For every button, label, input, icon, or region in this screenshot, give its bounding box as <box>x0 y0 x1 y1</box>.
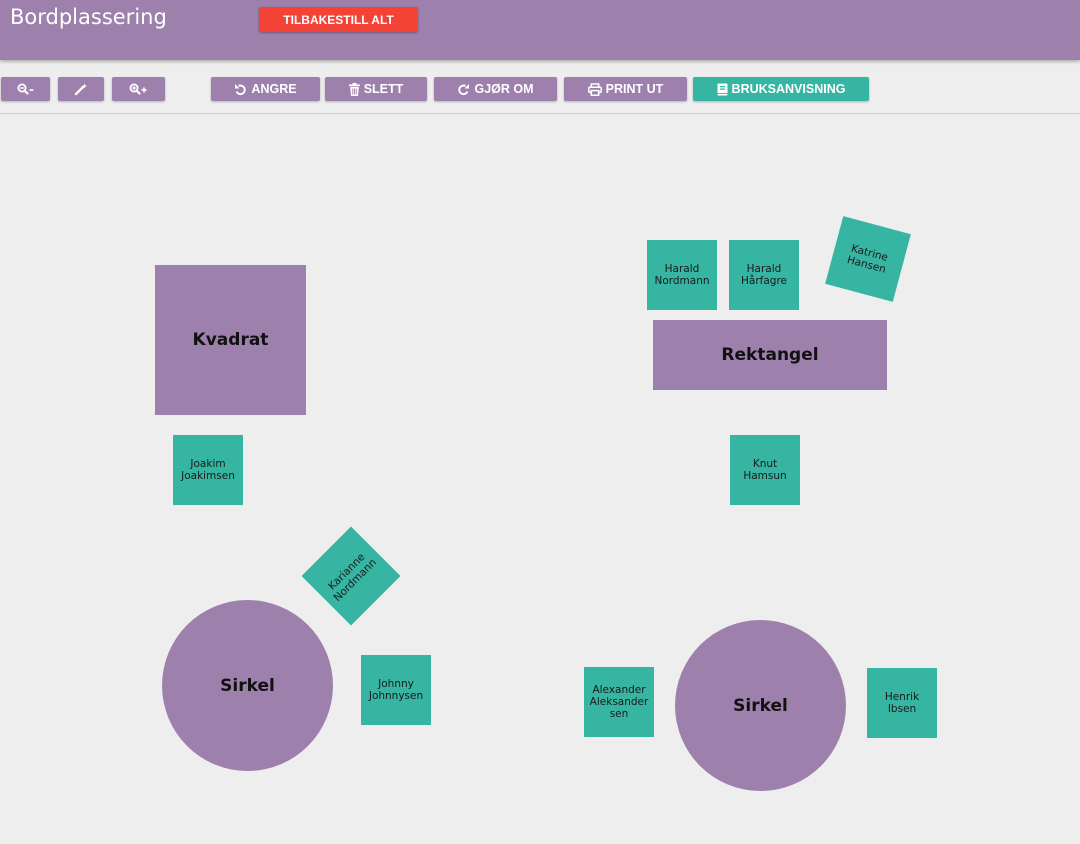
redo-label: GJØR OM <box>474 82 534 96</box>
manual-button[interactable]: BRUKSANVISNING <box>693 77 869 101</box>
undo-label: ANGRE <box>251 82 297 96</box>
trash-icon <box>348 82 360 96</box>
table-label: Kvadrat <box>192 330 269 350</box>
undo-button[interactable]: ANGRE <box>211 77 320 101</box>
manual-label: BRUKSANVISNING <box>731 82 846 96</box>
guest-seat-joakim-joakimsen[interactable]: Joakim Joakimsen <box>173 435 243 505</box>
guest-name: Joakim Joakimsen <box>181 458 235 482</box>
book-icon <box>717 83 728 96</box>
guest-seat-karianne-nordmann[interactable]: Karianne Nordmann <box>301 526 401 626</box>
guest-name: Knut Hamsun <box>743 458 787 482</box>
undo-icon <box>234 83 247 96</box>
fit-view-button[interactable] <box>58 77 104 101</box>
guest-seat-henrik-ibsen[interactable]: Henrik Ibsen <box>867 668 937 738</box>
zoom-out-icon <box>17 83 35 95</box>
guest-name: Karianne Nordmann <box>326 551 379 604</box>
guest-seat-harald-nordmann[interactable]: Harald Nordmann <box>647 240 717 310</box>
print-label: PRINT UT <box>605 82 664 96</box>
magic-wand-icon <box>74 83 88 96</box>
table-rektangel[interactable]: Rektangel <box>653 320 887 390</box>
redo-button[interactable]: GJØR OM <box>434 77 557 101</box>
table-label: Sirkel <box>220 675 275 696</box>
seating-canvas[interactable]: Kvadrat Rektangel Sirkel Sirkel Harald N… <box>0 114 1080 844</box>
guest-name: Katrine Hansen <box>845 242 890 276</box>
zoom-in-button[interactable] <box>112 77 165 101</box>
table-sirkel-right[interactable]: Sirkel <box>675 620 846 791</box>
print-icon <box>587 82 602 96</box>
guest-seat-alexander-aleksandersen[interactable]: Alexander Aleksandersen <box>584 667 654 737</box>
zoom-in-icon <box>129 83 149 95</box>
guest-seat-harald-harfagre[interactable]: Harald Hårfagre <box>729 240 799 310</box>
delete-label: SLETT <box>363 82 404 96</box>
guest-name: Henrik Ibsen <box>884 691 920 715</box>
guest-name: Johnny Johnnysen <box>368 678 424 702</box>
guest-name: Harald Nordmann <box>654 263 710 287</box>
app-header: Bordplassering TILBAKESTILL ALT <box>0 0 1080 60</box>
app-title: Bordplassering <box>10 5 167 29</box>
redo-icon <box>457 83 470 96</box>
guest-name: Alexander Aleksandersen <box>589 684 649 720</box>
table-sirkel-left[interactable]: Sirkel <box>162 600 333 771</box>
reset-all-button[interactable]: TILBAKESTILL ALT <box>259 7 418 32</box>
guest-seat-katrine-hansen[interactable]: Katrine Hansen <box>825 216 911 302</box>
table-label: Sirkel <box>733 695 788 716</box>
guest-name: Harald Hårfagre <box>741 263 787 287</box>
table-label: Rektangel <box>721 345 819 365</box>
guest-seat-knut-hamsun[interactable]: Knut Hamsun <box>730 435 800 505</box>
guest-seat-johnny-johnnysen[interactable]: Johnny Johnnysen <box>361 655 431 725</box>
table-kvadrat[interactable]: Kvadrat <box>155 265 306 415</box>
delete-button[interactable]: SLETT <box>325 77 427 101</box>
toolbar: ANGRE SLETT GJØR OM <box>0 60 1080 114</box>
zoom-out-button[interactable] <box>1 77 50 101</box>
print-button[interactable]: PRINT UT <box>564 77 687 101</box>
